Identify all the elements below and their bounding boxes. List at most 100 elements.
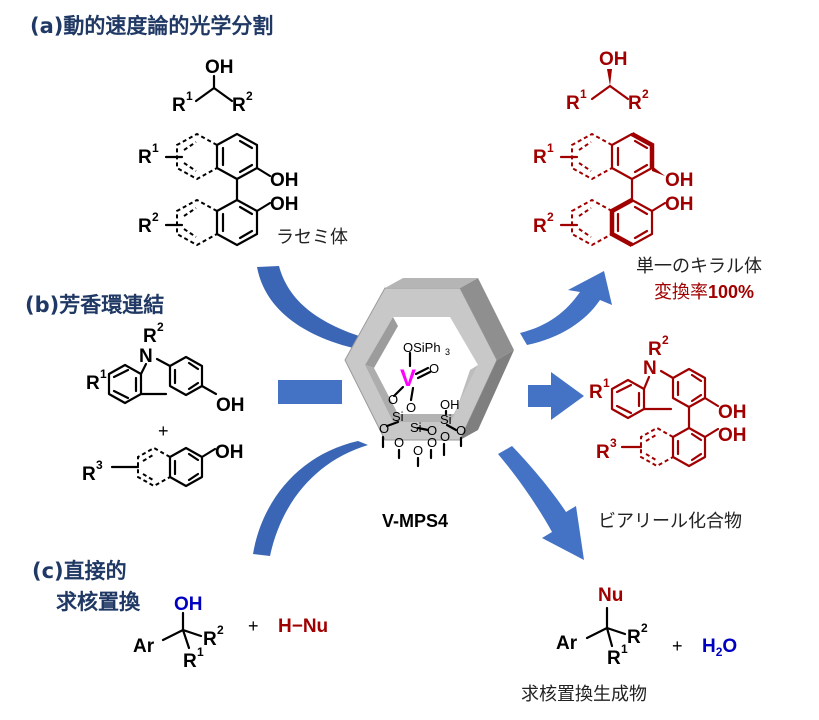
arrow-in-b xyxy=(278,380,342,404)
svg-text:1: 1 xyxy=(100,367,107,381)
svg-text:R: R xyxy=(203,629,217,650)
biaryl-label: ビアリール化合物 xyxy=(598,511,742,532)
frame-inner-left-wall xyxy=(365,317,398,368)
oxo-atom: O xyxy=(429,361,439,376)
reactant-c-alcohol: OH Ar R 2 R 1 xyxy=(133,594,224,672)
svg-text:R: R xyxy=(232,95,246,116)
svg-text:2: 2 xyxy=(246,89,253,103)
svg-text:1: 1 xyxy=(547,141,554,155)
si-atom: Si xyxy=(440,412,452,427)
siloxy-subscript: 3 xyxy=(445,347,450,357)
svg-text:1: 1 xyxy=(186,89,193,103)
si-atom: Si xyxy=(392,409,404,424)
frame-inner-right-lower-wall xyxy=(450,365,478,422)
plus-c: + xyxy=(248,616,259,636)
o-atom: O xyxy=(406,400,416,415)
svg-text:Ar: Ar xyxy=(133,636,155,657)
o-atom: O xyxy=(379,421,389,436)
mesoporous-silica-frame xyxy=(344,278,514,441)
substitution-product-label: 求核置換生成物 xyxy=(521,684,647,705)
svg-text:1: 1 xyxy=(197,645,204,659)
svg-text:R: R xyxy=(143,326,157,347)
svg-text:R: R xyxy=(172,95,186,116)
svg-text:R: R xyxy=(627,627,641,648)
frame-top-depth xyxy=(385,278,478,288)
svg-text:OH: OH xyxy=(599,49,628,70)
svg-text:R: R xyxy=(533,147,547,168)
svg-text:3: 3 xyxy=(96,458,103,472)
svg-text:R: R xyxy=(596,442,610,463)
arrow-out-a xyxy=(520,271,612,345)
arrow-in-c xyxy=(253,441,368,556)
frame-right-lower-depth xyxy=(460,350,514,440)
plus-b: + xyxy=(158,421,169,441)
svg-text:R: R xyxy=(533,216,547,237)
svg-text:R: R xyxy=(138,216,152,237)
svg-text:Nu: Nu xyxy=(598,585,623,606)
single-chiral-label: 単一のキラル体 xyxy=(636,256,762,277)
svg-text:N: N xyxy=(643,358,657,379)
svg-text:Ar: Ar xyxy=(556,633,578,654)
svg-text:2: 2 xyxy=(662,333,669,347)
svg-text:OH: OH xyxy=(665,170,694,191)
product-a-binaphthol: R 1 OH R 2 OH xyxy=(533,132,694,247)
svg-text:R: R xyxy=(138,147,152,168)
svg-text:R: R xyxy=(648,339,662,360)
o-atom: O xyxy=(427,423,437,438)
frame-inner-bottom-wall xyxy=(393,414,455,422)
arrow-out-b xyxy=(528,372,584,420)
svg-text:R: R xyxy=(183,651,197,672)
o-atom: O xyxy=(388,392,398,407)
frame-inner-left-lower-wall xyxy=(365,365,398,422)
svg-text:OH: OH xyxy=(270,170,299,191)
svg-text:OH: OH xyxy=(718,402,747,423)
oh-on-si: OH xyxy=(440,397,460,412)
heading-b: (b)芳香環連結 xyxy=(25,293,164,317)
svg-text:R: R xyxy=(589,382,603,403)
svg-text:R: R xyxy=(82,464,96,485)
frame-right-depth xyxy=(460,278,514,360)
product-b-biaryl: R 2 N OH R 1 R 3 OH xyxy=(589,333,747,468)
svg-text:2: 2 xyxy=(217,623,224,637)
svg-text:2: 2 xyxy=(642,87,649,101)
heading-c-line1: (c)直接的 xyxy=(32,559,127,583)
o-atom: O xyxy=(413,443,423,458)
vanadium-atom: V xyxy=(400,365,416,392)
svg-text:2: 2 xyxy=(547,210,554,224)
svg-text:N: N xyxy=(139,346,153,367)
arrow-out-c xyxy=(498,446,584,560)
svg-text:R: R xyxy=(607,648,621,669)
reactant-a-binaphthol: R 1 OH R 2 OH xyxy=(138,132,299,247)
o-atom: O xyxy=(456,423,466,438)
o-atom: O xyxy=(427,435,437,450)
o-atom: O xyxy=(440,429,450,444)
catalyst-label: V-MPS4 xyxy=(382,511,448,531)
reactant-b-naphthol: R 3 OH xyxy=(82,442,244,488)
water-label: H2O xyxy=(702,636,737,659)
racemate-label: ラセミ体 xyxy=(276,227,348,248)
svg-text:OH: OH xyxy=(665,194,694,215)
conversion-prefix: 変換率 xyxy=(654,282,708,303)
svg-text:R: R xyxy=(566,93,580,114)
svg-text:3: 3 xyxy=(610,436,617,450)
svg-text:1: 1 xyxy=(621,642,628,656)
heading-c-line2: 求核置換 xyxy=(56,590,141,614)
svg-text:R: R xyxy=(628,93,642,114)
svg-text:OH: OH xyxy=(205,57,234,78)
svg-text:2: 2 xyxy=(152,210,159,224)
svg-text:2: 2 xyxy=(157,320,164,334)
svg-text:OH: OH xyxy=(215,442,244,463)
svg-text:R: R xyxy=(86,373,100,394)
o-atom: O xyxy=(394,435,404,450)
svg-text:1: 1 xyxy=(580,87,587,101)
siloxy-label: OSiPh xyxy=(403,340,441,355)
reactant-a-alcohol: OH R 1 R 2 xyxy=(172,57,253,116)
conversion-label: 変換率100% xyxy=(654,282,754,303)
svg-text:1: 1 xyxy=(603,376,610,390)
vanadium-site: OSiPh 3 V O O O Si Si OH Si O O O O O O … xyxy=(379,340,466,468)
si-atom: Si xyxy=(410,420,422,435)
product-a-alcohol: OH R 1 R 2 xyxy=(566,49,649,114)
conversion-value: 100% xyxy=(708,282,754,302)
svg-text:1: 1 xyxy=(152,141,159,155)
